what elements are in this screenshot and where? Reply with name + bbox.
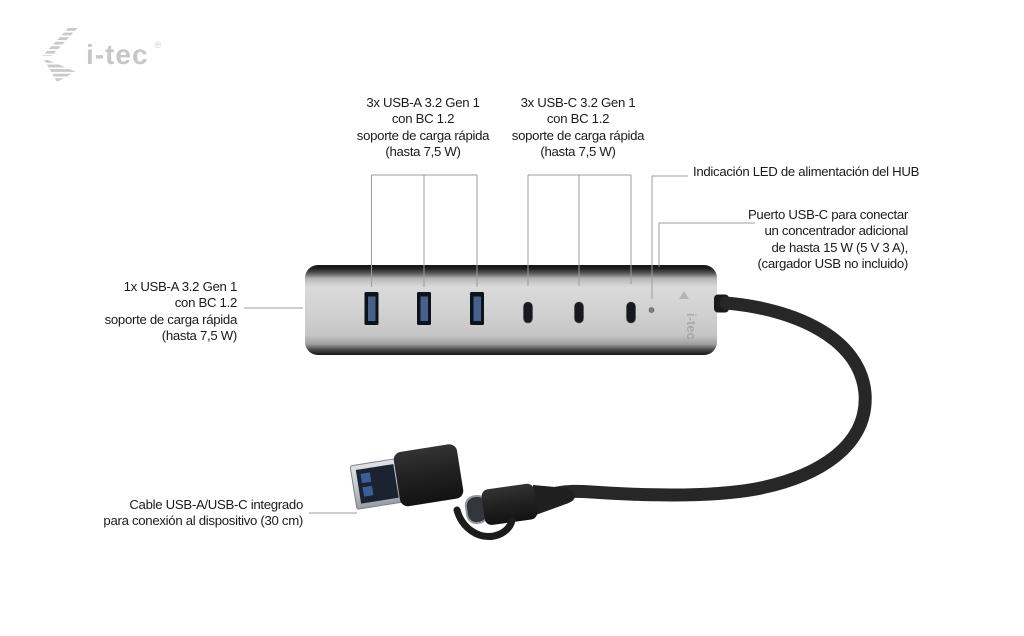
usb-a-port-3: [470, 292, 484, 325]
label-power-led: Indicación LED de alimentación del HUB: [693, 164, 920, 179]
leader-usb-c-charge: [658, 222, 755, 267]
registered-mark: ®: [154, 40, 162, 50]
usb-cable: [550, 296, 872, 502]
leader-usb-c-bracket: [527, 174, 632, 286]
brand-name: i-tec: [86, 39, 149, 70]
usb-c-port-1: [523, 301, 533, 324]
usb-a-connector-inner: [355, 464, 399, 504]
usb-c-ports: [523, 301, 636, 324]
label-usb-a-ports: 3x USB-A 3.2 Gen 1 con BC 1.2 soporte de…: [356, 95, 490, 160]
hub-watermark-text: i-tec: [684, 313, 699, 340]
itec-logo: i-tec ®: [42, 28, 161, 82]
connector-tether: [453, 506, 516, 540]
label-usb-c-ports: 3x USB-C 3.2 Gen 1 con BC 1.2 soporte de…: [511, 95, 645, 160]
power-led: [648, 307, 655, 313]
usb-a-connector-body: [393, 444, 464, 507]
label-usb-c-charge-port: Puerto USB-C para conectar un concentrad…: [747, 207, 908, 272]
usb-a-contact-1: [360, 472, 372, 484]
leader-led: [651, 175, 688, 299]
usb-a-port-1: [364, 292, 379, 325]
usb-c-connector: [464, 483, 538, 525]
usb-a-ports: [364, 292, 484, 325]
hub-body: [305, 265, 717, 355]
usb-c-port-2: [574, 301, 584, 324]
hub-watermark-logo: i-tec: [679, 291, 699, 340]
usb-a-connector: [349, 444, 464, 510]
usb-c-port-3: [626, 301, 636, 324]
leader-lines: [244, 174, 755, 514]
itec-logo-icon: [42, 28, 78, 82]
label-integrated-cable: Cable USB-A/USB-C integrado para conexió…: [103, 497, 303, 529]
leader-usb-a-bracket: [371, 174, 478, 287]
label-usb-a-rear-port: 1x USB-A 3.2 Gen 1 con BC 1.2 soporte de…: [104, 279, 238, 344]
usb-c-connector-body: [481, 483, 538, 525]
usb-a-port-2: [417, 292, 431, 325]
usb-a-contact-2: [362, 485, 374, 497]
cable-strain-usb-c: [533, 485, 575, 516]
